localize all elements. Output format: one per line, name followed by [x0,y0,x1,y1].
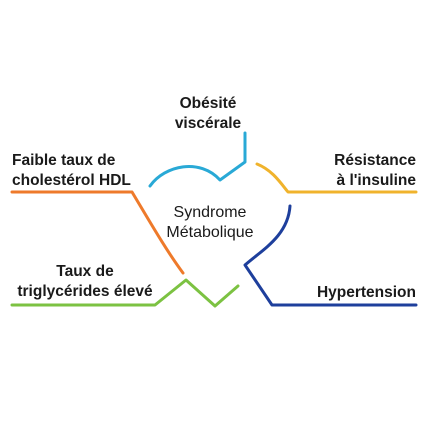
label-triglycerides: Taux de triglycérides élevé [10,262,160,302]
label-faible-hdl: Faible taux de cholestérol HDL [12,151,152,191]
label-resistance-line1: Résistance [334,152,416,169]
label-hdl-line1: Faible taux de [12,152,116,169]
label-resistance-insuline: Résistance à l'insuline [300,151,416,191]
connector-hypertension [243,204,418,307]
label-hdl-line2: cholestérol HDL [12,172,131,189]
label-obesite-line2: viscérale [174,115,242,132]
label-hyper-line1: Hypertension [316,284,416,301]
connector-resistance [255,162,418,194]
connector-hdl [10,190,185,275]
label-trig-line2: triglycérides élevé [17,283,153,300]
label-obesite-viscerale: Obésité viscérale [150,94,266,134]
label-trig-line1: Taux de [56,263,114,280]
label-resistance-line2: à l'insuline [336,172,416,189]
connector-triglycerides [10,278,240,308]
center-title: Syndrome Métabolique [140,203,280,243]
label-hypertension: Hypertension [290,283,416,303]
center-title-line1: Syndrome [173,204,247,221]
connector-obesite [148,131,247,188]
label-obesite-line1: Obésité [179,95,237,112]
center-title-line2: Métabolique [166,224,254,241]
